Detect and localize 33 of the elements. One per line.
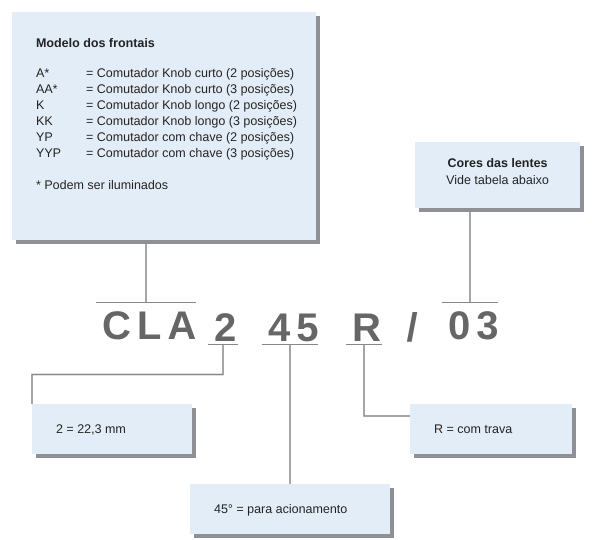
info-box xyxy=(190,484,390,534)
model-code: YYP xyxy=(36,146,62,161)
info-box xyxy=(32,404,192,454)
box-text: R = com trava xyxy=(434,422,512,437)
box-text: 2 = 22,3 mm xyxy=(56,422,126,437)
info-box xyxy=(410,404,572,454)
model-code: AA* xyxy=(36,82,58,97)
leader-line xyxy=(363,345,410,417)
model-description: = Comutador com chave (3 posições) xyxy=(86,146,294,161)
model-description: = Comutador com chave (2 posições) xyxy=(86,130,294,145)
model-description: = Comutador Knob curto (2 posições) xyxy=(86,66,294,81)
footnote: * Podem ser iluminados xyxy=(36,178,168,193)
model-description: = Comutador Knob longo (2 posições) xyxy=(86,98,297,113)
model-code: A* xyxy=(36,66,50,81)
box-text: Vide tabela abaixo xyxy=(445,173,550,188)
code-segment: 03 xyxy=(442,302,498,345)
code-segment: CLA xyxy=(96,302,196,345)
code-segment: R xyxy=(346,302,382,345)
code-segment: 2 xyxy=(208,302,238,345)
info-box xyxy=(415,142,580,208)
model-code: K xyxy=(36,98,44,113)
box-text: 45° = para acionamento xyxy=(214,502,348,517)
info-box xyxy=(12,12,316,240)
box-heading: Cores das lentes xyxy=(446,156,549,171)
leader-line xyxy=(31,345,224,404)
model-code: YP xyxy=(36,130,53,145)
separator-slash: / xyxy=(405,308,425,348)
code-segment: 45 xyxy=(262,302,318,345)
box-heading: Modelo dos frontais xyxy=(36,36,155,51)
model-description: = Comutador Knob longo (3 posições) xyxy=(86,114,297,129)
model-description: = Comutador Knob curto (3 posições) xyxy=(86,82,294,97)
leader-line xyxy=(289,345,291,484)
model-code: KK xyxy=(36,114,53,129)
